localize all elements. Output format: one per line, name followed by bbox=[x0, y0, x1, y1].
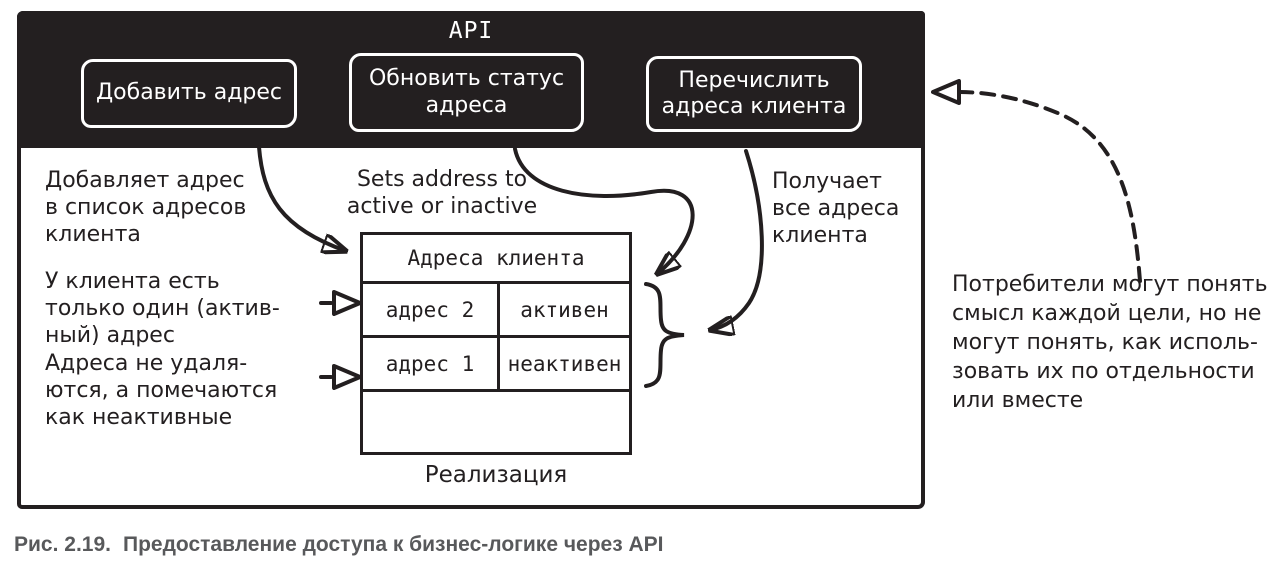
table-header: Адреса клиента bbox=[363, 235, 629, 284]
status-cell: неактивен bbox=[507, 351, 622, 376]
annotation-sets-status: Sets address to active or inactive bbox=[346, 167, 538, 220]
figure-caption-number: Рис. 2.19. bbox=[14, 533, 111, 556]
annotation-add-address: Добавляет адрес в список адресов клиента bbox=[45, 168, 247, 248]
customer-addresses-table: Адреса клиента адрес 2 активен адрес 1 н… bbox=[360, 232, 632, 455]
figure-caption-text: Предоставление доступа к бизнес-логике ч… bbox=[122, 533, 664, 556]
status-cell: активен bbox=[520, 297, 609, 322]
address-cell: адрес 1 bbox=[363, 338, 500, 389]
table-empty-row bbox=[363, 392, 629, 452]
table-row: адрес 1 неактивен bbox=[363, 338, 629, 392]
table-row: адрес 2 активен bbox=[363, 284, 629, 338]
annotation-gets-all-addresses: Получает все адреса клиента bbox=[772, 169, 900, 249]
dashed-arrow-side-note-to-api bbox=[931, 79, 1142, 283]
goal-list-customer-addresses: Перечислить адреса клиента bbox=[646, 56, 862, 132]
annotation-addresses-not-deleted: Адреса не удаля- ются, а помечаются как … bbox=[45, 351, 278, 431]
implementation-label: Реализация bbox=[424, 462, 568, 488]
annotation-single-active-address: У клиента есть только один (актив- ный) … bbox=[45, 269, 280, 349]
goal-add-address: Добавить адрес bbox=[81, 59, 297, 128]
consumers-side-note: Потребители могут понять смысл каждой це… bbox=[952, 272, 1268, 414]
api-header-band: API Добавить адрес Обновить статус адрес… bbox=[17, 11, 925, 148]
api-system-panel: API Добавить адрес Обновить статус адрес… bbox=[17, 11, 925, 509]
address-cell: адрес 2 bbox=[363, 284, 500, 335]
figure-caption: Рис. 2.19. Предоставление доступа к бизне… bbox=[14, 533, 664, 557]
api-title: API bbox=[448, 18, 494, 44]
goal-update-address-status: Обновить статус адреса bbox=[349, 53, 584, 132]
